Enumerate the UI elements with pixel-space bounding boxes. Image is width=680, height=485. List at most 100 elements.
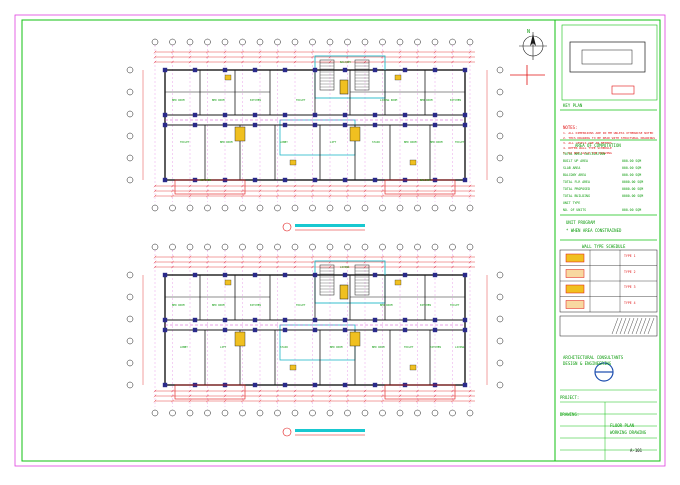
room-label: BED ROOM (172, 304, 185, 307)
column (192, 327, 198, 333)
column (372, 112, 378, 118)
hatch-line (619, 317, 627, 335)
dimension-tick (293, 394, 297, 398)
grid-bubble (496, 293, 504, 301)
dimension-tick (381, 265, 384, 269)
dimension-tick (363, 194, 367, 198)
column (252, 317, 258, 323)
dimension-tick (398, 50, 402, 54)
room-label: BED ROOM (404, 141, 417, 144)
dimension-tick (311, 55, 314, 59)
area-row-label: TOTAL PROPOSED (563, 187, 590, 191)
dimension-tick (206, 50, 209, 54)
dimension-tick (241, 399, 244, 403)
column (312, 177, 318, 183)
balcony (384, 179, 456, 195)
area-row-label: TOTAL BUILDING (563, 194, 590, 198)
grid-bubble (291, 38, 299, 46)
grid-bubble (361, 38, 369, 46)
column (342, 327, 348, 333)
room-label: TOILET (296, 304, 306, 307)
area-row-value: 000.00 SQM (622, 173, 642, 177)
dimension-tick (153, 255, 157, 259)
dimension-tick (153, 260, 157, 264)
column (342, 382, 348, 388)
dimension-tick (451, 389, 454, 393)
dimension-tick (171, 189, 174, 193)
column (282, 112, 288, 118)
room-label: LIFT (330, 141, 337, 144)
column (192, 122, 198, 128)
grid-bubble (496, 110, 504, 118)
balcony (174, 384, 246, 400)
column (252, 382, 258, 388)
column (252, 122, 258, 128)
grid-bubble (274, 243, 281, 251)
dimension-tick (433, 260, 437, 264)
grid-bubble (396, 204, 404, 212)
column (402, 327, 408, 333)
column (372, 327, 378, 333)
dimension-tick (468, 265, 472, 269)
dimension-tick (223, 265, 227, 269)
note-item: 4. REFER WALL TYPE SCHEDULE (563, 146, 612, 150)
dimension-tick (241, 50, 244, 54)
dimension-tick (433, 394, 437, 398)
grid-bubble (396, 243, 404, 251)
dimension-tick (241, 265, 244, 269)
grid-bubble (221, 409, 229, 417)
dimension-tick (328, 265, 332, 269)
dimension-tick (153, 265, 157, 269)
room-label: KITCHEN (420, 304, 431, 307)
dimension-tick (311, 184, 314, 188)
dimension-tick (206, 265, 209, 269)
dimension-tick (346, 389, 349, 393)
column (432, 122, 438, 128)
grid-bubble (379, 243, 386, 251)
grid-bubble (309, 38, 316, 46)
fixture (224, 74, 232, 81)
dimension-tick (153, 399, 157, 403)
grid-bubble (126, 359, 134, 367)
dimension-tick (416, 389, 419, 393)
dimension-tick (381, 50, 384, 54)
wall-hatch-sample (565, 300, 585, 309)
company-sub: DESIGN & ENGINEERING (563, 361, 612, 366)
key-plan-highlight (611, 85, 635, 95)
dimension-tick (433, 189, 437, 193)
column (192, 272, 198, 278)
column (462, 317, 468, 323)
dimension-tick (276, 399, 279, 403)
fixture (224, 279, 232, 286)
grid-bubble (126, 315, 134, 323)
grid-bubble (169, 243, 176, 251)
dimension-tick (468, 55, 472, 59)
column (162, 177, 168, 183)
dimension-tick (398, 60, 402, 64)
grid-bubble (496, 154, 504, 162)
dimension-tick (451, 260, 454, 264)
dimension-tick (258, 189, 262, 193)
grid-bubble (496, 315, 504, 323)
grid-bubble (449, 409, 456, 417)
column (372, 67, 378, 73)
grid-bubble (414, 243, 421, 251)
dimension-tick (276, 265, 279, 269)
grid-bubble (186, 204, 194, 212)
dimension-tick (188, 194, 192, 198)
grid-bubble (496, 176, 504, 184)
column (342, 122, 348, 128)
dimension-tick (416, 265, 419, 269)
dimension-tick (433, 389, 437, 393)
dimension-tick (258, 184, 262, 188)
dimension-tick (153, 50, 157, 54)
column (432, 272, 438, 278)
dimension-tick (381, 194, 384, 198)
dimension-tick (468, 194, 472, 198)
dimension-tick (398, 194, 402, 198)
column (432, 112, 438, 118)
grid-bubble (326, 204, 334, 212)
dimension-tick (451, 55, 454, 59)
grid-bubble (169, 38, 176, 46)
dimension-tick (311, 389, 314, 393)
